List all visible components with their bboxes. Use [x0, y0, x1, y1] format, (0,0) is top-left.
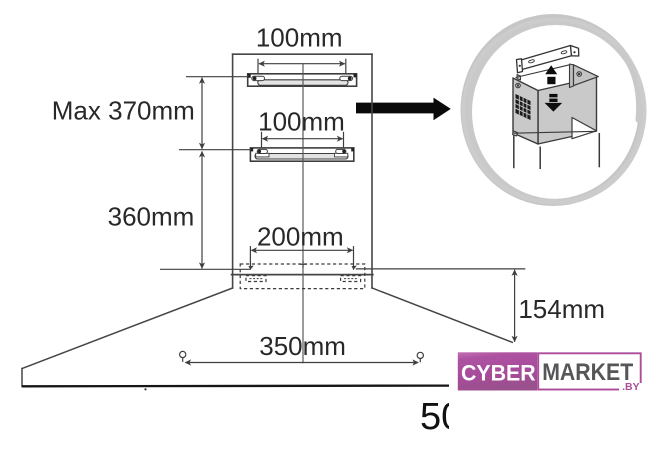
svg-text:100mm: 100mm: [256, 23, 343, 53]
svg-text:CYBER: CYBER: [461, 361, 536, 386]
svg-text:.BY: .BY: [622, 381, 640, 393]
svg-text:100mm: 100mm: [258, 106, 345, 136]
svg-text:350mm: 350mm: [259, 331, 346, 361]
svg-text:360mm: 360mm: [108, 202, 195, 232]
svg-text:154mm: 154mm: [518, 294, 605, 324]
svg-text:200mm: 200mm: [257, 222, 344, 252]
svg-text:Max 370mm: Max 370mm: [52, 96, 195, 126]
svg-text:MARKET: MARKET: [542, 359, 633, 386]
